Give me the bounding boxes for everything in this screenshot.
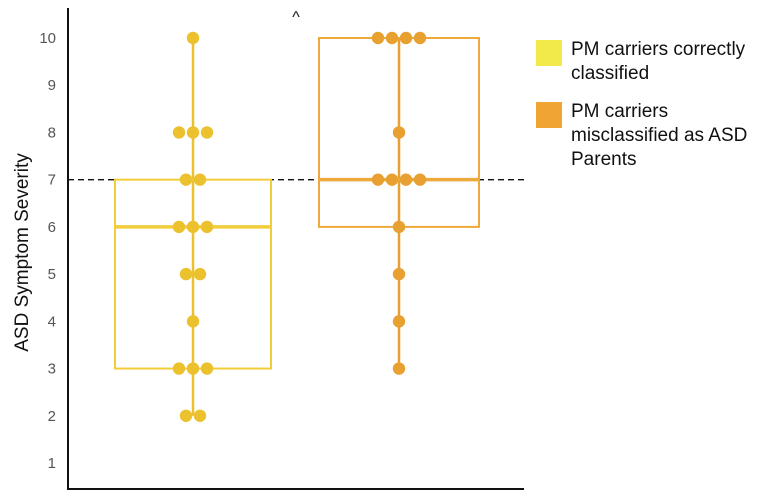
y-tick-label: 2 (48, 408, 56, 425)
y-tick-label: 5 (48, 266, 56, 283)
data-point (200, 126, 214, 139)
data-point (186, 31, 200, 45)
data-point (179, 409, 193, 422)
series-group (318, 31, 480, 375)
data-point (392, 362, 406, 375)
data-point (392, 315, 406, 328)
y-tick-label: 7 (48, 172, 56, 189)
y-axis-group: 1 2 3 4 5 6 7 8 9 10 ASD Symptom Severity (12, 8, 69, 489)
data-point (172, 220, 186, 234)
y-tick-label: 4 (48, 313, 56, 330)
data-point (392, 220, 406, 234)
y-tick-label: 9 (48, 77, 56, 94)
legend-label: PM carriers misclassified as ASD Parents (571, 101, 748, 170)
legend-label: PM carriers correctly classified (571, 39, 746, 84)
data-point (385, 31, 399, 45)
data-point (179, 173, 193, 186)
y-tick-label: 1 (48, 455, 56, 472)
y-tick-labels: 1 2 3 4 5 6 7 8 9 10 (39, 30, 56, 472)
data-point (371, 31, 385, 45)
data-point (200, 220, 214, 234)
annotation-caret: ^ (292, 9, 300, 26)
data-point (399, 173, 413, 186)
y-tick-label: 3 (48, 361, 56, 378)
series-layer (114, 31, 480, 422)
data-point (172, 362, 186, 375)
y-tick-label: 10 (39, 30, 56, 47)
data-point (186, 362, 200, 375)
y-axis-label: ASD Symptom Severity (12, 153, 33, 352)
legend-swatch-correctly-classified (536, 40, 562, 66)
legend: PM carriers correctly classified PM carr… (536, 38, 764, 186)
data-point (392, 267, 406, 281)
data-point (413, 31, 427, 45)
data-point (200, 362, 214, 375)
data-point (179, 267, 193, 281)
data-point (193, 267, 207, 281)
data-point (413, 173, 427, 186)
data-point (371, 173, 385, 186)
data-point (399, 31, 413, 45)
data-point (193, 409, 207, 422)
data-point (193, 173, 207, 186)
y-tick-label: 6 (48, 219, 56, 236)
legend-item-correctly-classified: PM carriers correctly classified (536, 38, 764, 86)
data-point (392, 126, 406, 139)
series-group (114, 31, 272, 422)
legend-swatch-misclassified (536, 102, 562, 128)
y-tick-label: 8 (48, 124, 56, 141)
data-point (186, 126, 200, 139)
data-point (385, 173, 399, 186)
data-point (186, 220, 200, 234)
data-point (186, 315, 200, 328)
data-point (172, 126, 186, 139)
legend-item-misclassified: PM carriers misclassified as ASD Parents (536, 100, 764, 172)
